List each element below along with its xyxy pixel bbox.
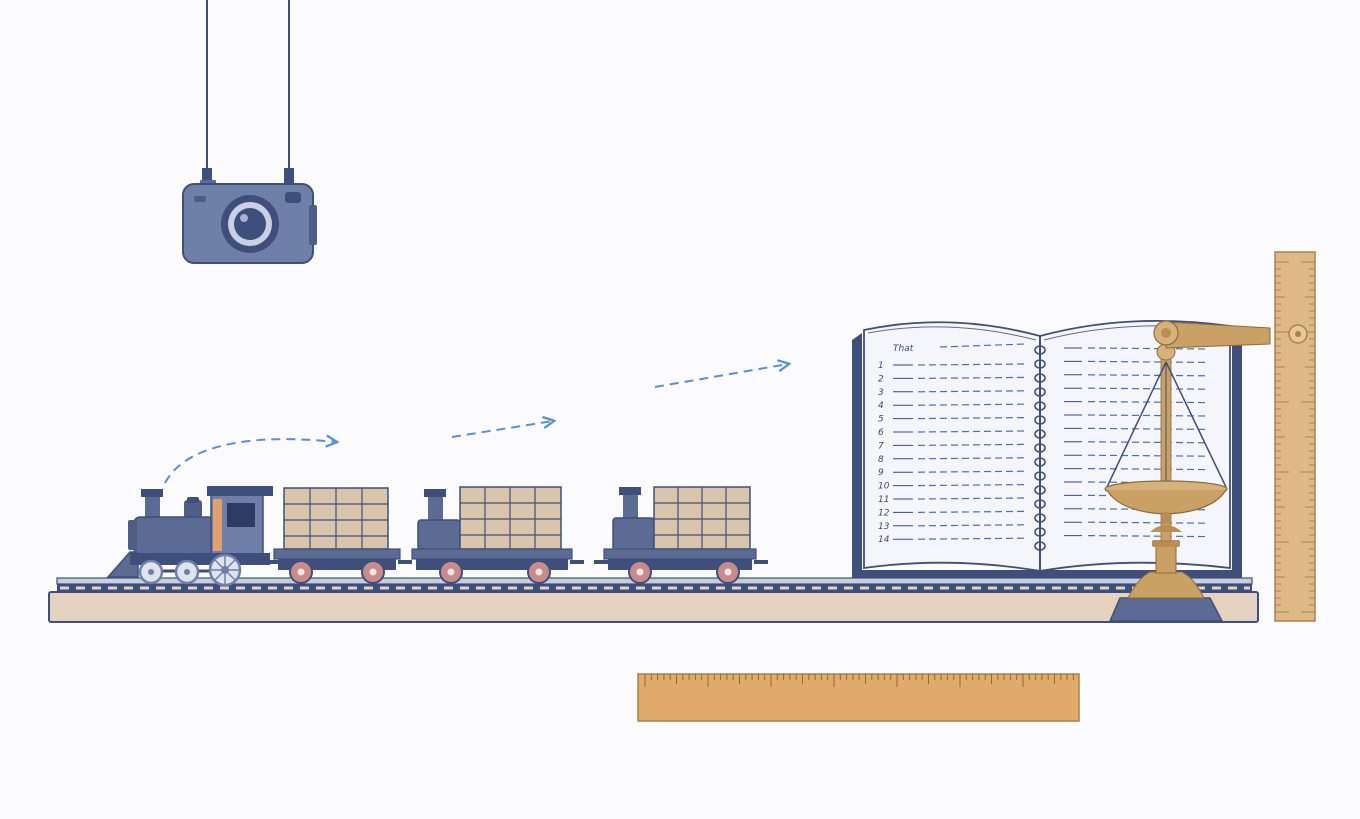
book-right-page-lines [1064,347,1209,538]
vertical-ruler-icon [1274,251,1316,622]
track-bed [48,577,1259,623]
book-left-header: That [893,344,914,354]
book-line-number: 8 [878,455,884,465]
book-line-number: 11 [878,495,889,505]
book-line-number: 13 [878,522,890,532]
motion-arrow-2 [451,421,553,438]
book-line-number: 10 [878,482,890,492]
motion-arrow-3 [654,364,788,388]
book-line-number: 3 [878,388,884,398]
book-line-number: 5 [878,415,884,425]
book-line-number: 14 [878,535,890,545]
book-line-number: 2 [878,374,884,384]
camera-icon [182,0,317,264]
book-line-number: 6 [878,428,884,438]
book-line-number: 7 [878,441,884,451]
book-line-number: 1 [878,361,884,371]
freight-car [411,486,584,584]
book-line-number: 9 [878,468,884,478]
freight-car [273,487,412,584]
ruler-icon [637,673,1080,722]
motion-arrow-1 [164,439,336,484]
freight-car [594,486,768,584]
balance-scale-icon [1104,320,1271,622]
book-spine-rings [1034,345,1046,551]
book-line-number: 4 [878,401,884,411]
book-line-number: 12 [878,508,890,518]
steam-locomotive-icon [106,486,279,587]
